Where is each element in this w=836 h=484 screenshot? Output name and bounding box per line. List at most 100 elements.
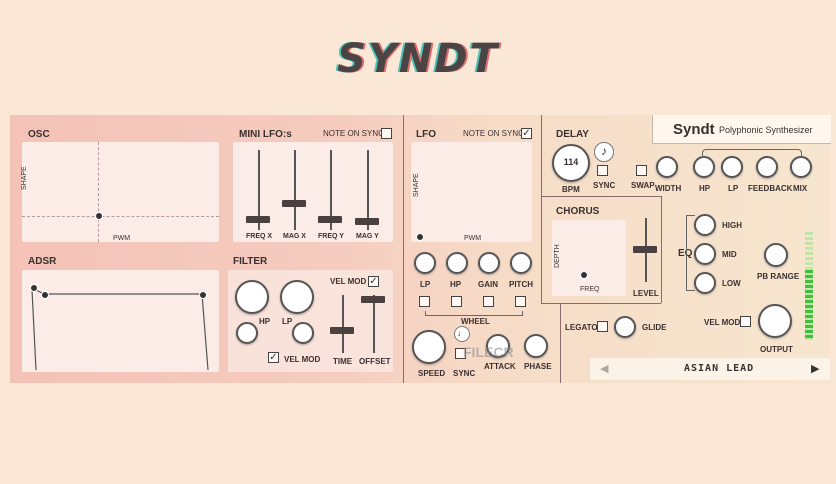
- preset-prev-button[interactable]: ◀: [600, 363, 609, 375]
- lfo-lp-knob[interactable]: [414, 252, 436, 274]
- chorus-pad-handle[interactable]: [580, 271, 588, 279]
- decay-handle[interactable]: [41, 291, 49, 299]
- chorus-xy-pad[interactable]: [552, 220, 626, 296]
- glide-knob[interactable]: [614, 316, 636, 338]
- delay-mix-label: MIX: [793, 184, 808, 193]
- swap-label: SWAP: [631, 181, 655, 190]
- osc-xy-pad[interactable]: [22, 142, 219, 242]
- pb-range-knob[interactable]: [764, 243, 788, 267]
- mini-lfo-title: MINI LFO:s: [239, 129, 292, 140]
- divider: [661, 197, 662, 303]
- mag-y-label: MAG Y: [356, 233, 379, 240]
- divider: [541, 196, 662, 197]
- legato-label: LEGATO: [565, 323, 598, 332]
- lfo-pitch-knob[interactable]: [510, 252, 532, 274]
- delay-width-label: WIDTH: [655, 184, 682, 193]
- eq-low-knob[interactable]: [694, 272, 716, 294]
- app-logo: SYNDT: [337, 36, 499, 82]
- filter-velmod2-checkbox[interactable]: ✓: [268, 352, 279, 363]
- eq-mid-knob[interactable]: [694, 243, 716, 265]
- lfo-attack-knob[interactable]: [486, 334, 510, 358]
- delay-mix-knob[interactable]: [790, 156, 812, 178]
- lfo-hp-label: HP: [450, 280, 462, 289]
- lfo-phase-knob[interactable]: [524, 334, 548, 358]
- lfo-hp-wheel-checkbox[interactable]: [451, 296, 462, 307]
- freq-y-label: FREQ Y: [318, 233, 344, 240]
- osc-pad-handle[interactable]: [95, 212, 103, 220]
- brand-name: Syndt: [673, 121, 715, 138]
- legato-checkbox[interactable]: [597, 321, 608, 332]
- filter-lp-mod-knob[interactable]: [292, 322, 314, 344]
- delay-lp-knob[interactable]: [721, 156, 743, 178]
- lfo-pad-handle[interactable]: [416, 233, 424, 241]
- lfo-hp-knob[interactable]: [446, 252, 468, 274]
- adsr-curve: [31, 287, 209, 371]
- eq-low-label: LOW: [722, 279, 741, 288]
- adsr-title: ADSR: [28, 256, 57, 267]
- bpm-knob[interactable]: 114: [552, 144, 590, 182]
- delay-width-knob[interactable]: [656, 156, 678, 178]
- sustain-handle[interactable]: [199, 291, 207, 299]
- velmod-checkbox[interactable]: [740, 316, 751, 327]
- filter-hp-knob[interactable]: [235, 280, 269, 314]
- filter-hp-label: HP: [259, 317, 271, 326]
- lfo-gain-label: GAIN: [478, 280, 498, 289]
- delay-sync-checkbox[interactable]: [597, 165, 608, 176]
- freq-x-slider[interactable]: [246, 216, 270, 223]
- chorus-freq-label: FREQ: [580, 286, 600, 293]
- delay-feedback-knob[interactable]: [756, 156, 778, 178]
- mini-lfo-sync-label: NOTE ON SYNC: [323, 129, 384, 138]
- offset-slider[interactable]: [361, 296, 385, 303]
- output-knob[interactable]: [758, 304, 792, 338]
- note-icon[interactable]: ♩: [454, 326, 470, 342]
- chorus-title: CHORUS: [556, 206, 600, 217]
- output-meter-bg: [805, 232, 813, 340]
- eq-bracket: [686, 215, 695, 291]
- chorus-level-slider[interactable]: [633, 246, 657, 253]
- osc-pwm-label: PWM: [113, 235, 131, 242]
- lfo-sync-checkbox[interactable]: ✓: [521, 128, 532, 139]
- filter-lp-knob[interactable]: [280, 280, 314, 314]
- mini-lfo-sync-checkbox[interactable]: [381, 128, 392, 139]
- freq-x-label: FREQ X: [246, 233, 273, 240]
- delay-title: DELAY: [556, 129, 589, 140]
- lfo-shape-label: SHAPE: [413, 173, 420, 197]
- filter-velmod-checkbox[interactable]: ✓: [368, 276, 379, 287]
- lfo-pwm-label: PWM: [464, 235, 482, 242]
- lfo-gain-knob[interactable]: [478, 252, 500, 274]
- preset-name[interactable]: ASIAN LEAD: [684, 363, 755, 374]
- preset-next-button[interactable]: ▶: [811, 363, 820, 375]
- filter-hp-mod-knob[interactable]: [236, 322, 258, 344]
- swap-checkbox[interactable]: [636, 165, 647, 176]
- note-icon[interactable]: ♪: [594, 142, 614, 162]
- lfo-xy-pad[interactable]: [411, 142, 532, 242]
- mag-y-slider[interactable]: [355, 218, 379, 225]
- divider: [560, 303, 561, 383]
- attack-handle[interactable]: [30, 284, 38, 292]
- osc-title: OSC: [28, 129, 50, 140]
- lfo-sync2-label: SYNC: [453, 369, 476, 378]
- adsr-envelope[interactable]: [22, 270, 219, 372]
- chorus-depth-label: DEPTH: [554, 244, 561, 268]
- lfo-speed-knob[interactable]: [412, 330, 446, 364]
- delay-lp-label: LP: [728, 184, 739, 193]
- filter-velmod2-label: VEL MOD: [284, 355, 321, 364]
- delay-hp-knob[interactable]: [693, 156, 715, 178]
- freq-y-slider[interactable]: [318, 216, 342, 223]
- mini-lfo-area: [233, 142, 393, 242]
- mag-x-slider[interactable]: [282, 200, 306, 207]
- filter-velmod-label: VEL MOD: [330, 277, 367, 286]
- pb-range-label: PB RANGE: [757, 272, 800, 281]
- delay-hp-label: HP: [699, 184, 711, 193]
- osc-shape-label: SHAPE: [21, 166, 28, 190]
- lfo-gain-wheel-checkbox[interactable]: [483, 296, 494, 307]
- lfo-pitch-wheel-checkbox[interactable]: [515, 296, 526, 307]
- bpm-value: 114: [563, 157, 579, 167]
- time-slider[interactable]: [330, 327, 354, 334]
- lfo-sync2-checkbox[interactable]: [455, 348, 466, 359]
- lfo-attack-label: ATTACK: [484, 362, 516, 371]
- divider: [541, 115, 542, 303]
- eq-high-knob[interactable]: [694, 214, 716, 236]
- mag-x-label: MAG X: [283, 233, 306, 240]
- lfo-lp-wheel-checkbox[interactable]: [419, 296, 430, 307]
